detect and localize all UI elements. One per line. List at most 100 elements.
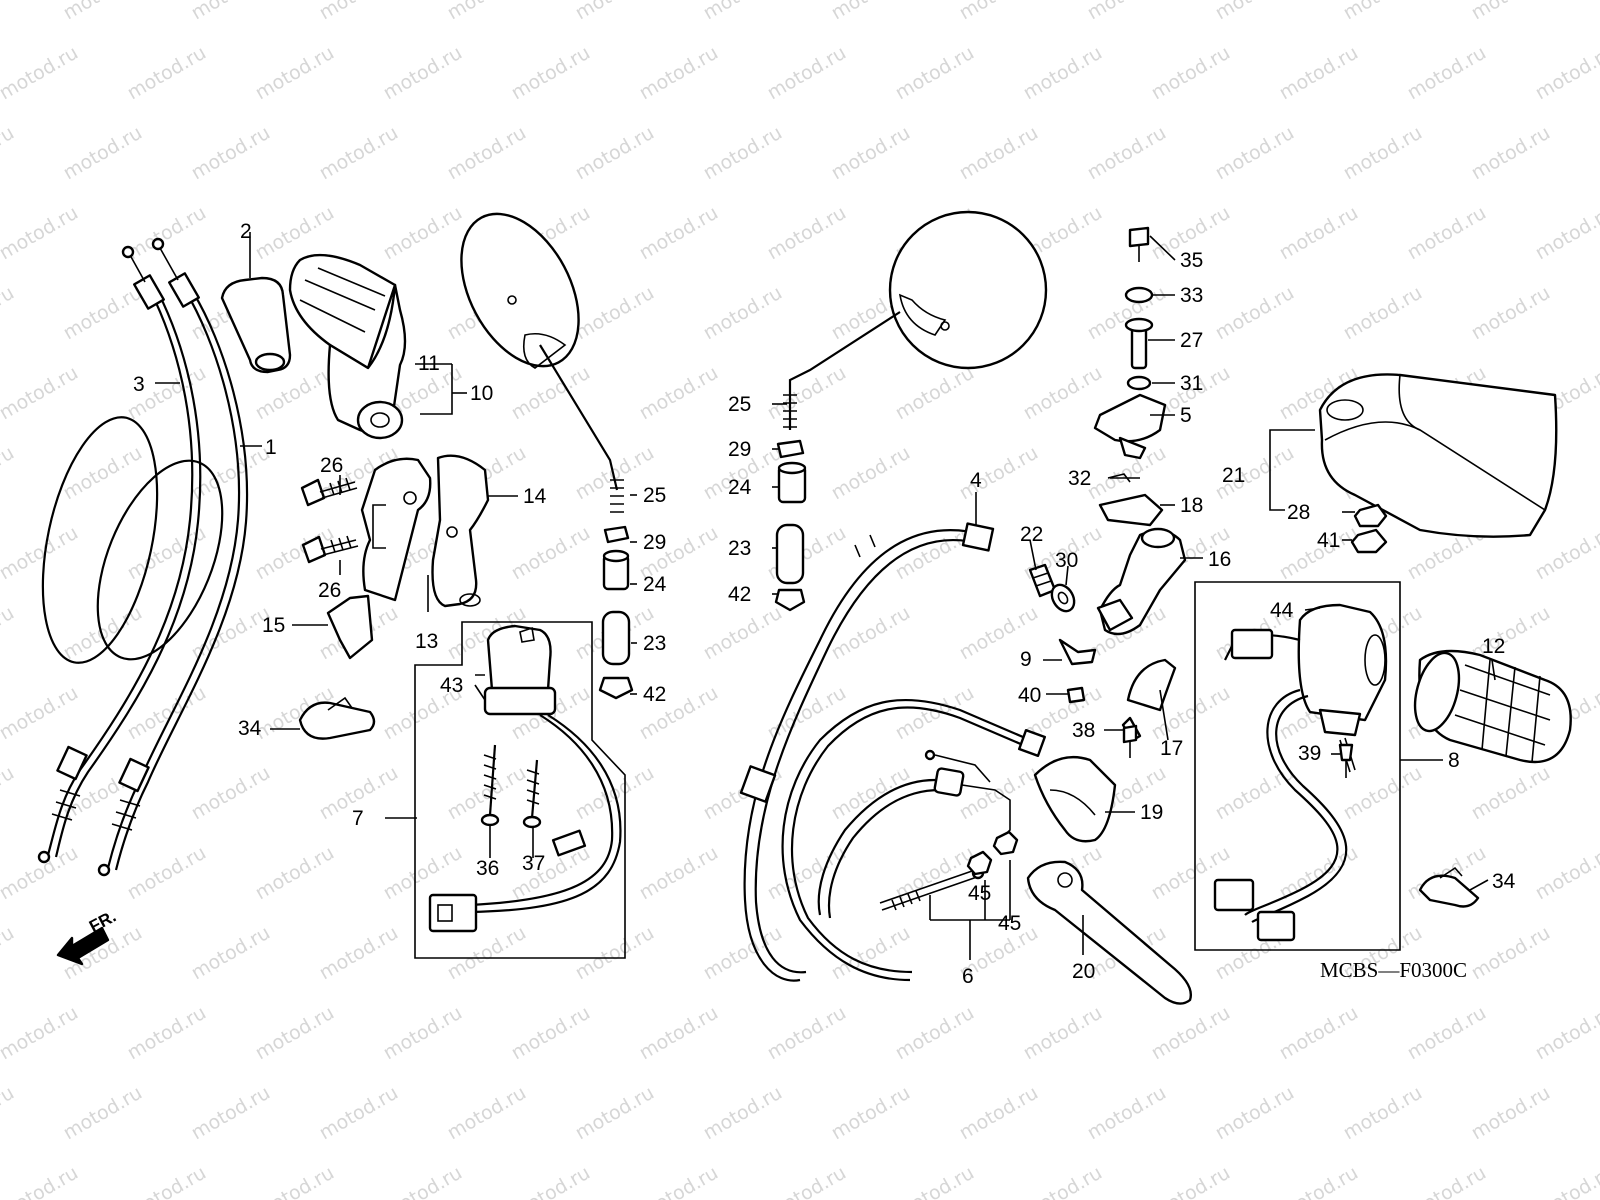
brake-cable bbox=[781, 698, 1047, 982]
watermark-text: motod.ru bbox=[700, 922, 786, 985]
watermark-text: motod.ru bbox=[0, 362, 82, 425]
watermark-text: motod.ru bbox=[956, 1082, 1042, 1145]
watermark-text: motod.ru bbox=[572, 122, 658, 185]
watermark-text: motod.ru bbox=[188, 922, 274, 985]
front-arrow bbox=[56, 926, 110, 966]
watermark-text: motod.ru bbox=[1084, 0, 1170, 24]
front-label: FR. bbox=[86, 907, 119, 937]
small-bolts bbox=[1122, 724, 1354, 778]
watermark-text: motod.ru bbox=[508, 1002, 594, 1065]
watermark-text: motod.ru bbox=[1340, 1082, 1426, 1145]
mirror-mount-hardware-left bbox=[598, 525, 634, 700]
brake-lever-cable bbox=[879, 830, 1019, 911]
watermark-text: motod.ru bbox=[764, 202, 850, 265]
watermark-text: motod.ru bbox=[956, 0, 1042, 24]
callout-19: 19 bbox=[1140, 801, 1163, 824]
watermark-text: motod.ru bbox=[1340, 122, 1426, 185]
watermark-text: motod.ru bbox=[1340, 762, 1426, 825]
watermark-text: motod.ru bbox=[700, 282, 786, 345]
watermark-text: motod.ru bbox=[60, 602, 146, 665]
watermark-text: motod.ru bbox=[636, 1162, 722, 1200]
callout-27: 27 bbox=[1180, 329, 1203, 352]
watermark-text: motod.ru bbox=[0, 1082, 18, 1145]
callout-20: 20 bbox=[1072, 960, 1095, 983]
watermark-text: motod.ru bbox=[1020, 1162, 1106, 1200]
watermark-text: motod.ru bbox=[0, 442, 18, 505]
watermark-text: motod.ru bbox=[60, 1082, 146, 1145]
watermark-text: motod.ru bbox=[0, 602, 18, 665]
watermark-text: motod.ru bbox=[1212, 762, 1298, 825]
watermark-text: motod.ru bbox=[1404, 1002, 1490, 1065]
watermark-text: motod.ru bbox=[316, 1082, 402, 1145]
watermark-text: motod.ru bbox=[188, 122, 274, 185]
callout-15: 15 bbox=[262, 614, 285, 637]
callout-42-left: 42 bbox=[643, 683, 666, 706]
watermark-text: motod.ru bbox=[508, 42, 594, 105]
callout-11: 11 bbox=[418, 352, 440, 375]
watermark-text: motod.ru bbox=[572, 1082, 658, 1145]
watermark-text: motod.ru bbox=[1212, 282, 1298, 345]
watermark-text: motod.ru bbox=[892, 1002, 978, 1065]
watermark-text: motod.ru bbox=[1212, 0, 1298, 24]
callout-25-left: 25 bbox=[643, 484, 666, 507]
left-switch-box-outline bbox=[414, 621, 626, 959]
callout-1: 1 bbox=[265, 436, 277, 459]
watermark-text: motod.ru bbox=[572, 282, 658, 345]
mirror-mount-hardware-right bbox=[774, 439, 807, 612]
right-grip bbox=[1413, 649, 1572, 764]
callout-43: 43 bbox=[440, 674, 463, 697]
watermark-text: motod.ru bbox=[1532, 1002, 1600, 1065]
callout-5: 5 bbox=[1180, 404, 1192, 427]
callout-33: 33 bbox=[1180, 284, 1203, 307]
watermark-text: motod.ru bbox=[636, 362, 722, 425]
watermark-text: motod.ru bbox=[636, 1002, 722, 1065]
watermark-text: motod.ru bbox=[60, 442, 146, 505]
watermark-text: motod.ru bbox=[572, 0, 658, 24]
callout-29-left: 29 bbox=[643, 531, 666, 554]
watermark-text: motod.ru bbox=[124, 1002, 210, 1065]
watermark-text: motod.ru bbox=[0, 1002, 82, 1065]
callout-23-left: 23 bbox=[643, 632, 666, 655]
watermark-text: motod.ru bbox=[1596, 0, 1600, 24]
callout-29-right: 29 bbox=[728, 438, 751, 461]
cable-clamp-left bbox=[298, 696, 376, 740]
callout-17: 17 bbox=[1160, 737, 1183, 760]
watermark-text: motod.ru bbox=[1212, 1082, 1298, 1145]
callout-40: 40 bbox=[1018, 684, 1041, 707]
callout-36: 36 bbox=[476, 857, 499, 880]
watermark-text: motod.ru bbox=[828, 602, 914, 665]
watermark-text: motod.ru bbox=[1020, 362, 1106, 425]
watermark-text: motod.ru bbox=[188, 0, 274, 24]
callout-34-left: 34 bbox=[238, 717, 262, 740]
callout-31: 31 bbox=[1180, 372, 1203, 395]
callout-41: 41 bbox=[1317, 529, 1340, 552]
watermark-text: motod.ru bbox=[1532, 1162, 1600, 1200]
watermark-text: motod.ru bbox=[1532, 842, 1600, 905]
right-switch-assembly bbox=[1213, 603, 1388, 942]
watermark-text: motod.ru bbox=[316, 922, 402, 985]
watermark-text: motod.ru bbox=[1020, 1002, 1106, 1065]
callout-26-top: 26 bbox=[320, 454, 343, 477]
watermark-text: motod.ru bbox=[572, 922, 658, 985]
brake-lever bbox=[1026, 860, 1192, 1005]
watermark-text: motod.ru bbox=[1596, 442, 1600, 505]
watermark-text: motod.ru bbox=[1596, 122, 1600, 185]
watermark-text: motod.ru bbox=[1084, 1082, 1170, 1145]
watermark-text: motod.ru bbox=[0, 522, 82, 585]
watermark-text: motod.ru bbox=[1148, 42, 1234, 105]
watermark-text: motod.ru bbox=[1468, 922, 1554, 985]
callout-24-left: 24 bbox=[643, 573, 667, 596]
watermark-text: motod.ru bbox=[1404, 42, 1490, 105]
watermark-text: motod.ru bbox=[764, 1162, 850, 1200]
callout-12: 12 bbox=[1482, 635, 1505, 658]
watermark-text: motod.ru bbox=[444, 0, 530, 24]
grip-cover bbox=[220, 276, 292, 374]
watermark-text: motod.ru bbox=[1596, 602, 1600, 665]
watermark-text: motod.ru bbox=[1020, 42, 1106, 105]
watermark-text: motod.ru bbox=[444, 122, 530, 185]
callout-8: 8 bbox=[1448, 749, 1460, 772]
watermark-text: motod.ru bbox=[0, 282, 18, 345]
watermark-text: motod.ru bbox=[0, 0, 18, 24]
callout-3: 3 bbox=[133, 373, 145, 396]
watermark-text: motod.ru bbox=[1148, 1002, 1234, 1065]
